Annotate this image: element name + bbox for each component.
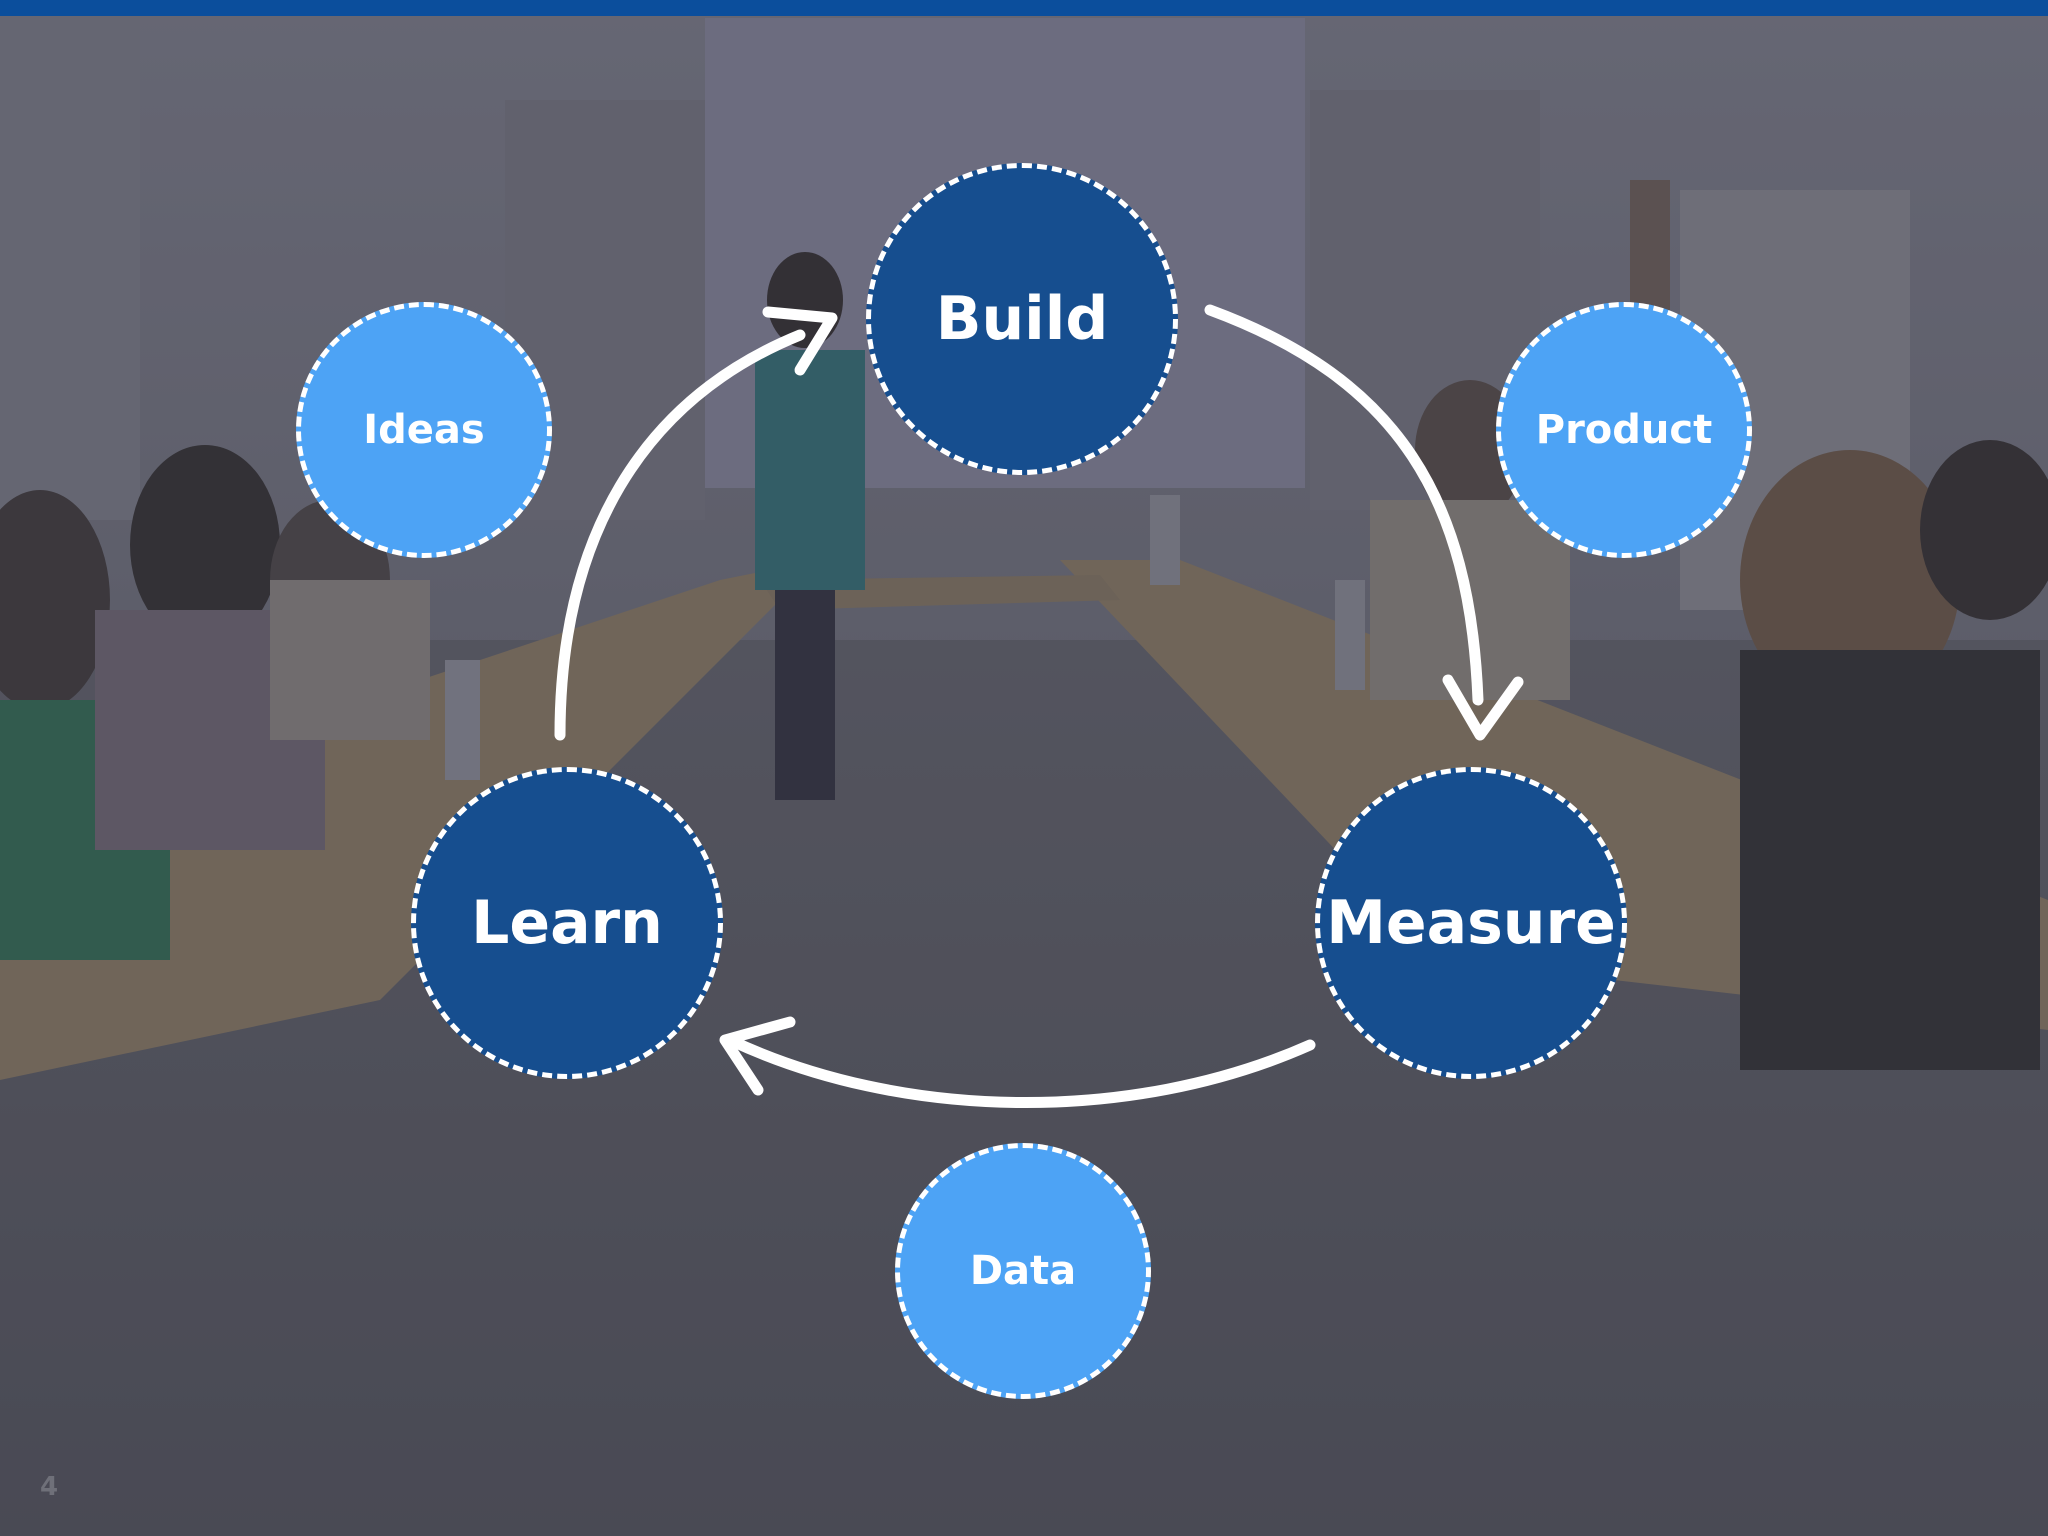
arrowhead-measure — [1442, 674, 1524, 741]
learn-label: Learn — [471, 888, 663, 958]
arrow-measure-to-learn — [724, 1034, 1316, 1109]
build-node: Build — [866, 163, 1178, 475]
measure-node: Measure — [1315, 767, 1627, 1079]
arrow-learn-to-build — [554, 329, 806, 741]
product-node: Product — [1496, 302, 1752, 558]
build-label: Build — [935, 284, 1109, 354]
arrowhead-learn — [719, 1016, 796, 1096]
measure-label: Measure — [1326, 888, 1616, 958]
data-label: Data — [969, 1248, 1077, 1294]
arrowhead-build — [762, 306, 838, 376]
product-label: Product — [1535, 407, 1713, 453]
ideas-node: Ideas — [296, 302, 552, 558]
ideas-label: Ideas — [363, 407, 485, 453]
data-node: Data — [895, 1143, 1151, 1399]
arrow-build-to-measure — [1204, 304, 1484, 706]
page-number: 4 — [40, 1472, 59, 1502]
top-accent-bar — [0, 0, 2048, 16]
learn-node: Learn — [411, 767, 723, 1079]
